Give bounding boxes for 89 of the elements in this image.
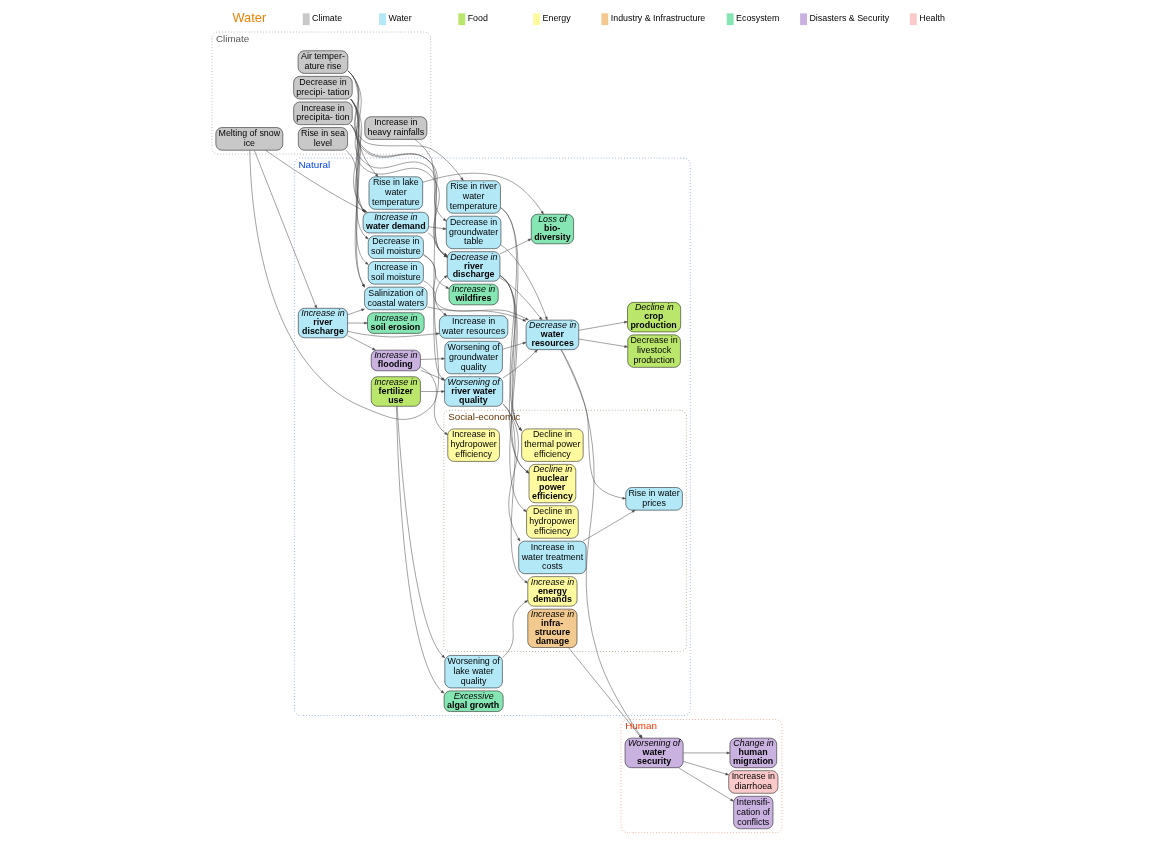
arrow [501,342,526,350]
arrow [427,226,446,230]
node-box: Increase in soil moisture [367,261,424,285]
node-box: Decrease in groundwater table [445,215,501,249]
arrow [419,370,445,381]
node-box: Decline in nuclear power efficiency [528,464,576,504]
node-box: Decline in hydropower efficiency [525,505,578,539]
arrow [349,124,368,265]
arrow [560,349,626,500]
arrow [419,390,445,393]
arrow [499,277,542,321]
arrow [422,254,449,289]
arrow [422,280,447,316]
arrow [426,306,526,322]
arrow [347,70,378,177]
arrow [567,647,642,739]
arrow [499,238,531,255]
arrow [395,406,444,694]
arrow [500,244,547,321]
arrow [345,150,365,288]
node-box: Increase in soil erosion [366,312,424,334]
node-box: Increase in diarrhoea [727,770,778,794]
node-box: Decline in crop production [626,302,681,333]
arrow [349,98,365,288]
arrow [264,149,367,213]
node-box: Increase in water demand [362,212,429,234]
arrow [499,275,529,474]
node-box: Rise in lake water temperature [368,176,423,210]
node-box: Increase in water resources [438,315,508,339]
node-box: Increase in hydropower efficiency [447,428,500,462]
node-box: Increase in precipita- tion [292,101,352,125]
arrow [682,751,730,755]
node-box: Increase in river discharge [297,308,348,339]
node-box: Increase in heavy rainfalls [364,116,427,140]
arrow [578,321,628,331]
legend-label: Disasters & Security [808,13,889,24]
arrow [347,70,463,181]
node-box: Change in human migration [729,737,777,768]
node-box: Increase in infra- strucure damage [527,608,577,648]
arrow [502,403,520,542]
node-box: Worsening of water security [624,737,683,768]
arrow [346,308,365,316]
arrow [347,70,365,213]
arrow [677,767,734,802]
arrow [347,330,439,338]
arrow [422,254,529,321]
node-box: Intensifi- cation of conflicts [732,796,773,829]
legend-label: Food [467,13,488,24]
arrow [499,275,527,513]
arrow [502,349,538,379]
arrow [249,150,447,420]
node-box: Decrease in soil moisture [367,235,424,259]
arrow [501,403,528,584]
node-box: Loss of bio- diversity [530,214,574,244]
arrow [419,366,448,436]
node-box: Excessive algal growth [443,690,503,712]
node-box: Increase in water treatment costs [517,540,586,574]
node-box: Air temper- ature rise [297,50,348,74]
arrow [396,406,445,659]
arrow [253,150,317,309]
arrow [682,761,729,776]
node-box: Increase in fertilizer use [370,376,421,407]
legend-label: Water [387,13,412,24]
label: Water [232,10,266,26]
arrow [346,335,376,351]
arrow [582,509,635,542]
node-box: Decrease in river discharge [446,251,500,282]
legend-label: Industry & Infrastructure [610,13,705,24]
node-box: Melting of snow ice [215,127,283,151]
legend-label: Ecosystem [735,13,779,24]
node-box: Rise in river water temperature [446,180,501,214]
node-box: Salinization of coastal waters [363,286,427,310]
legend-label: Energy [542,13,571,24]
arrow [427,232,447,256]
node-box: Increase in energy demands [527,576,577,607]
node-box: Decrease in precipi- tation [292,76,352,100]
node-box: Worsening of lake water quality [444,655,503,689]
arrow [578,338,628,348]
legend-label: Health [918,13,945,24]
node-box: Increase in wildfires [448,283,498,306]
arrow [501,600,528,658]
arrow [419,357,445,360]
node-box: Rise in sea level [297,127,348,151]
node-box: Decrease in livestock production [627,334,681,368]
arrow [346,321,368,325]
legend-label: Climate [311,13,342,24]
node-box: Worsening of groundwater quality [444,341,503,374]
node-box: Worsening of river water quality [443,376,503,407]
arrow [560,349,642,739]
